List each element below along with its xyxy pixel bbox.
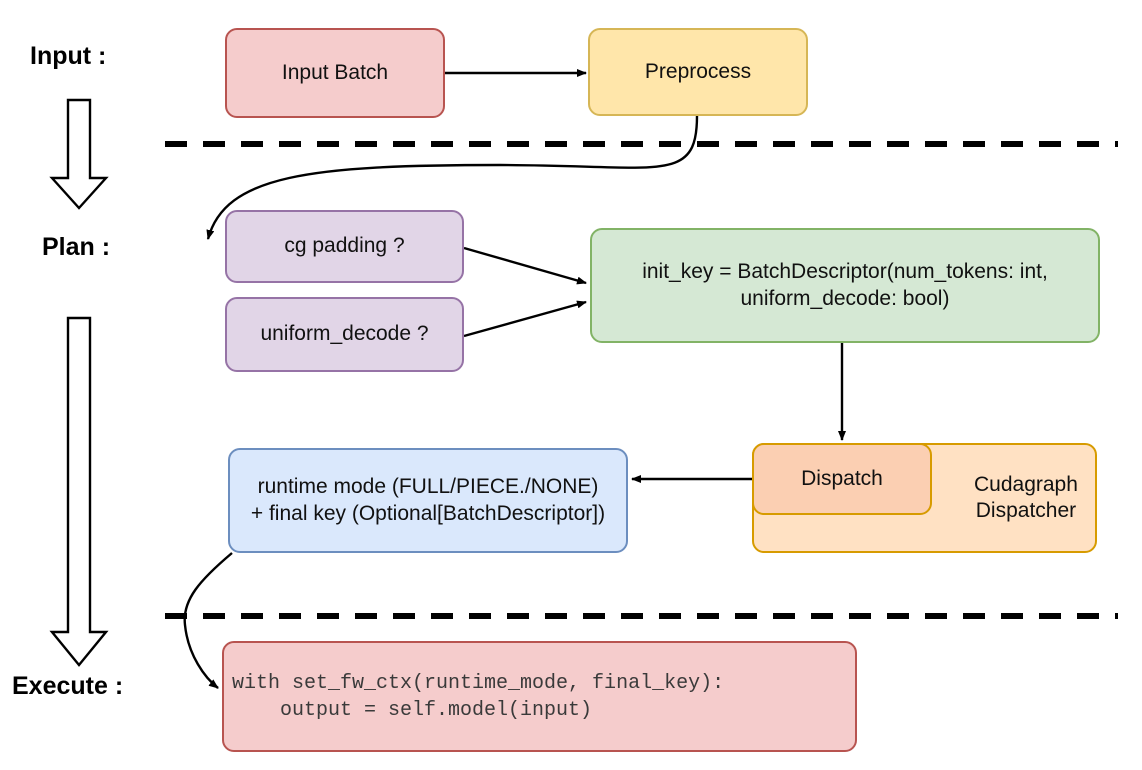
node-execute-code[interactable]: with set_fw_ctx(runtime_mode, final_key)… [222,641,857,752]
node-cg-padding[interactable]: cg padding ? [225,210,464,283]
node-uniform-decode[interactable]: uniform_decode ? [225,297,464,372]
node-input-batch[interactable]: Input Batch [225,28,445,118]
stage-arrow-plan-to-execute [49,316,109,667]
node-dispatch[interactable]: Dispatch [752,443,932,515]
node-init-key[interactable]: init_key = BatchDescriptor(num_tokens: i… [590,228,1100,343]
node-runtime-mode[interactable]: runtime mode (FULL/PIECE./NONE) + final … [228,448,628,553]
node-preprocess[interactable]: Preprocess [588,28,808,116]
connector-uniform-decode-to-init-key [463,300,587,338]
stage-label-execute: Execute : [12,672,124,700]
stage-label-plan: Plan : [42,233,111,261]
stage-arrow-input-to-plan [49,98,109,210]
stage-label-input: Input : [30,42,107,70]
connector-cg-padding-to-init-key [463,246,587,285]
